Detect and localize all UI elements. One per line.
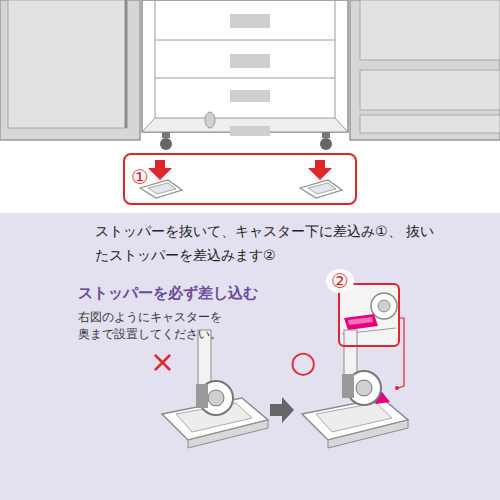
instruction-text: ストッパーを抜いて、キャスター下に差込み①、 抜いたストッパーを差込みます②: [95, 219, 435, 267]
correct-mark: ○: [290, 344, 316, 380]
instruction-panel: ストッパーを抜いて、キャスター下に差込み①、 抜いたストッパーを差込みます② スト…: [0, 213, 500, 500]
callout-number: ②: [326, 269, 354, 293]
warning-body: 右図のようにキャスターを 奥まで設置してください。: [78, 309, 234, 343]
furniture-illustration: [0, 0, 500, 213]
wrong-mark: ×: [150, 344, 175, 380]
callout-number: ①: [131, 165, 157, 189]
step-box: ①: [123, 153, 357, 205]
warning-heading: ストッパーを必ず差し込む: [78, 283, 278, 303]
detail-callout: ②: [338, 283, 400, 347]
